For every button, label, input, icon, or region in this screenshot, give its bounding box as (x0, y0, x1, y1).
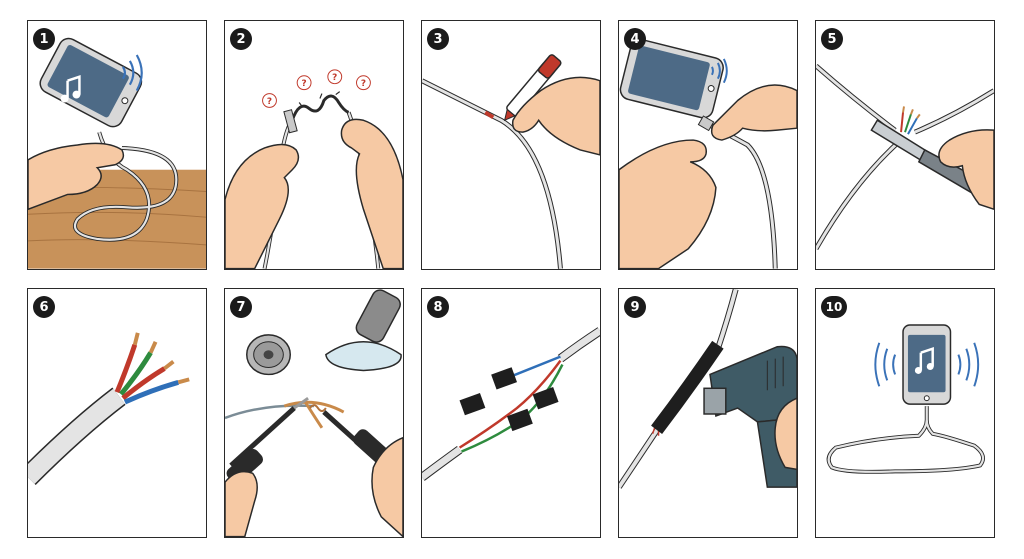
svg-text:?: ? (267, 97, 272, 107)
soldering-stand (325, 289, 402, 372)
step-10-number: 10 (821, 296, 847, 318)
music-note-icon (60, 75, 81, 103)
step-8-illustration (422, 327, 600, 481)
svg-text:?: ? (361, 79, 366, 89)
hand (511, 76, 600, 156)
right-hand (340, 118, 403, 269)
step-4-panel: 4 (618, 20, 798, 270)
step-6-illustration (28, 332, 190, 485)
step-3-number: 3 (427, 28, 449, 50)
step-7-panel: 7 (224, 288, 404, 538)
electrical-tape (459, 367, 559, 432)
step-4-illustration (619, 38, 797, 269)
step-8-number: 8 (427, 296, 449, 318)
right-hand (710, 84, 797, 141)
step-2-panel: 2 ? ? ? ? (224, 20, 404, 270)
step-6-number: 6 (33, 296, 55, 318)
step-5-illustration (816, 64, 994, 251)
left-hand (225, 143, 300, 269)
step-10-panel: 10 (815, 288, 995, 538)
phone (619, 38, 724, 119)
phone (902, 324, 952, 405)
step-2-number: 2 (230, 28, 252, 50)
step-1-illustration (28, 37, 206, 269)
heat-shrink-tube-icon (651, 340, 724, 435)
step-2-illustration: ? ? ? ? (225, 69, 403, 269)
svg-text:?: ? (332, 73, 337, 83)
step-7-number: 7 (230, 296, 252, 318)
hand (28, 142, 125, 211)
step-9-panel: 9 (618, 288, 798, 538)
step-5-panel: 5 (815, 20, 995, 270)
sound-wave-icon (122, 54, 143, 92)
phone (39, 37, 143, 128)
step-10-illustration (826, 324, 985, 474)
step-1-number: 1 (33, 28, 55, 50)
svg-text:?: ? (302, 79, 307, 89)
left-hand (619, 139, 717, 269)
hand (774, 397, 797, 471)
music-note-icon (914, 347, 934, 374)
heat-gun-icon (703, 345, 797, 488)
sound-wave-icon (874, 342, 980, 387)
step-8-panel: 8 (421, 288, 601, 538)
step-9-number: 9 (624, 296, 646, 318)
step-1-panel: 1 (27, 20, 207, 270)
step-6-panel: 6 (27, 288, 207, 538)
right-hand (371, 436, 403, 537)
question-mark-icon: ? ? ? ? (262, 69, 371, 108)
solder-spool-icon (246, 334, 292, 376)
step-3-illustration (422, 54, 600, 269)
sound-wave-icon (711, 58, 728, 84)
step-9-illustration (619, 289, 797, 489)
step-7-illustration (225, 289, 403, 537)
step-4-number: 4 (624, 28, 646, 50)
hand (938, 129, 994, 211)
step-3-panel: 3 (421, 20, 601, 270)
left-hand (225, 470, 258, 537)
step-5-number: 5 (821, 28, 843, 50)
